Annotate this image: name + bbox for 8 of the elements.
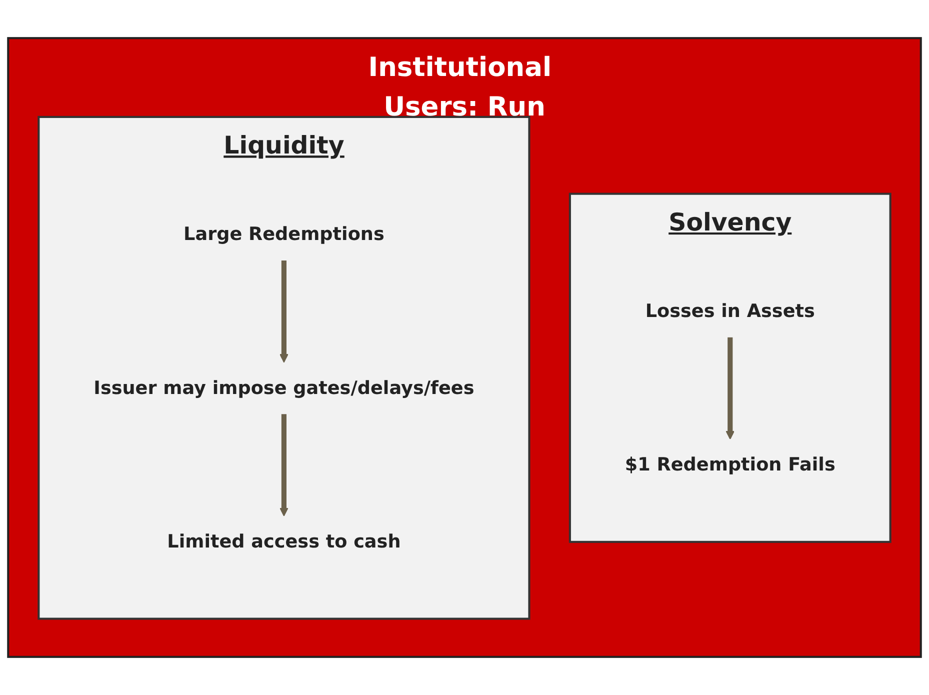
arrow — [726, 337, 735, 440]
node-text: Losses in Assets — [645, 300, 815, 322]
arrow — [279, 260, 288, 363]
arrow — [279, 414, 288, 516]
node-text: Issuer may impose gates/delays/fees — [94, 378, 474, 399]
node-text: $1 Redemption Fails — [624, 454, 836, 476]
node-text: Limited access to cash — [167, 531, 401, 553]
node-text: Large Redemptions — [184, 224, 384, 246]
